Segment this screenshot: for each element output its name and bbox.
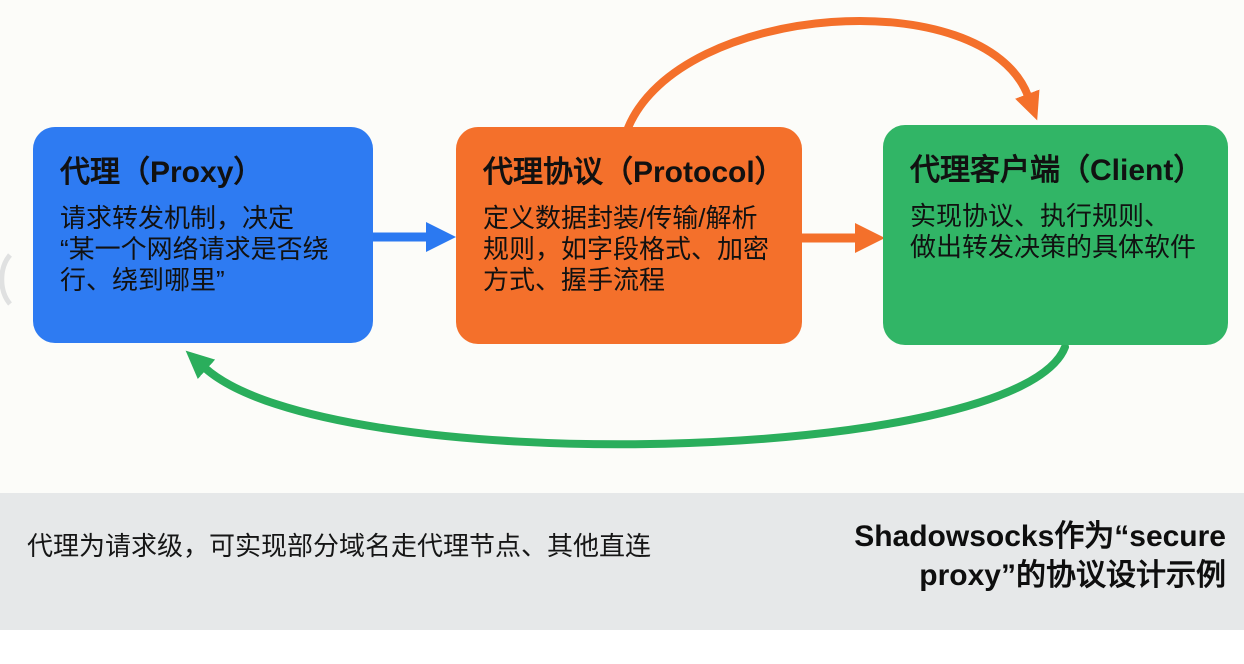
node-client-body-line: 实现协议、执行规则、 [910, 201, 1171, 231]
node-client-title: 代理客户端（Client） [910, 154, 1204, 187]
node-proxy-body-line: 行、绕到哪里” [60, 265, 225, 295]
node-protocol-body-line: 规则，如字段格式、加密 [483, 234, 770, 264]
footer-right-note: Shadowsocks作为“secure proxy”的协议设计示例 [854, 517, 1226, 595]
node-protocol: 代理协议（Protocol） 定义数据封装/传输/解析 规则，如字段格式、加密 … [456, 127, 802, 344]
footer-bar: 代理为请求级，可实现部分域名走代理节点、其他直连 Shadowsocks作为“s… [0, 493, 1244, 630]
node-protocol-body: 定义数据封装/传输/解析 规则，如字段格式、加密 方式、握手流程 [483, 203, 776, 296]
node-proxy-body-line: “某一个网络请求是否绕 [60, 234, 329, 264]
node-protocol-body-line: 方式、握手流程 [483, 265, 666, 295]
node-proxy-title: 代理（Proxy） [60, 156, 264, 189]
node-proxy-body-line: 请求转发机制，决定 [60, 203, 295, 233]
node-protocol-body-line: 定义数据封装/传输/解析 [483, 203, 758, 233]
node-proxy: 代理（Proxy） 请求转发机制，决定 “某一个网络请求是否绕 行、绕到哪里” [33, 127, 373, 343]
node-client-body-line: 做出转发决策的具体软件 [910, 232, 1197, 262]
node-client-body: 实现协议、执行规则、 做出转发决策的具体软件 [910, 201, 1202, 263]
node-proxy-body: 请求转发机制，决定 “某一个网络请求是否绕 行、绕到哪里” [60, 203, 347, 296]
footer-right-note-line: proxy”的协议设计示例 [919, 559, 1226, 592]
footer-left-note: 代理为请求级，可实现部分域名走代理节点、其他直连 [27, 531, 652, 561]
footer-right-note-line: Shadowsocks作为“secure [854, 520, 1226, 553]
node-client: 代理客户端（Client） 实现协议、执行规则、 做出转发决策的具体软件 [883, 125, 1228, 345]
node-protocol-title: 代理协议（Protocol） [483, 156, 785, 189]
